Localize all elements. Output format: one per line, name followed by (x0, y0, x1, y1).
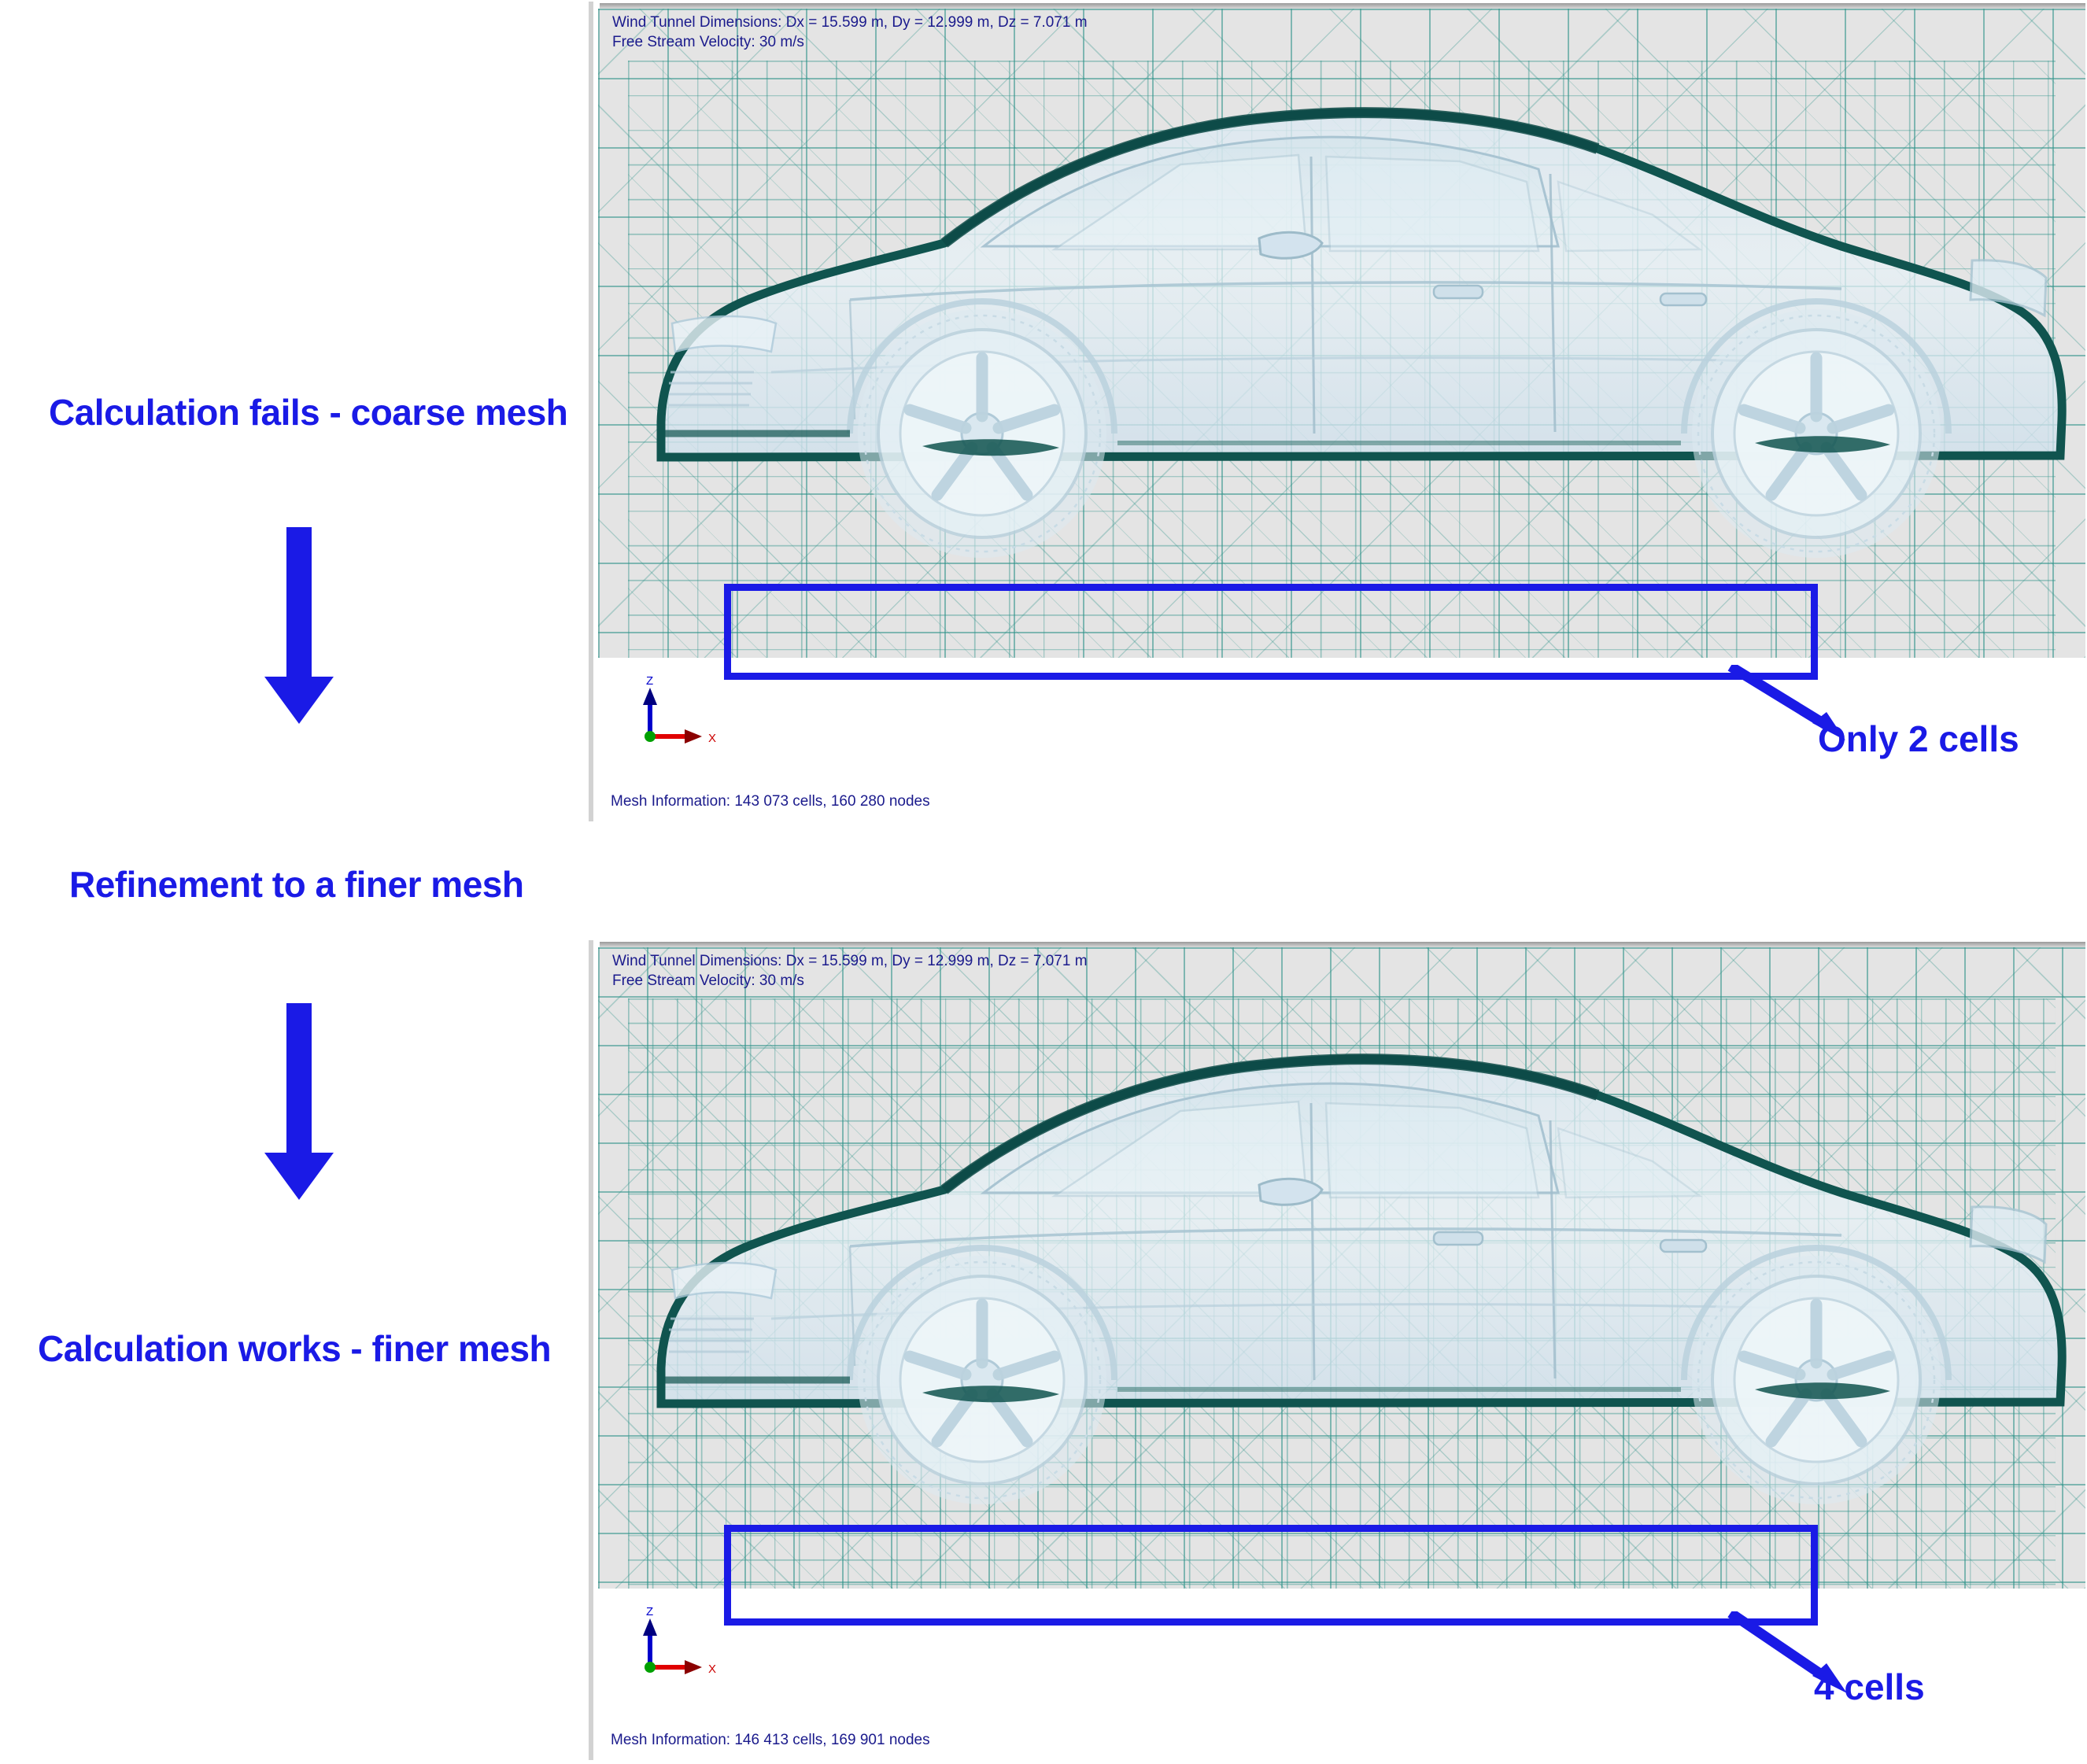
mesh-information-text-fine: Mesh Information: 146 413 cells, 169 901… (611, 1732, 930, 1748)
callout-label-4-cells: 4 cells (1814, 1666, 1925, 1707)
viewport-footer-fine: Z X Mesh Information: 146 413 cells, 169… (598, 1589, 2085, 1760)
wind-tunnel-dimensions-text: Wind Tunnel Dimensions: Dx = 15.599 m, D… (612, 14, 1088, 31)
axis-z-label: Z (646, 675, 653, 688)
axis-x-label: X (708, 732, 716, 745)
axis-triad-icon: Z X (636, 1605, 722, 1685)
down-arrow-icon-2 (252, 1003, 346, 1200)
scene-info-overlay: Wind Tunnel Dimensions: Dx = 15.599 m, D… (612, 13, 1088, 52)
axis-triad-icon: Z X (636, 674, 722, 754)
callout-arrow-icon-coarse (1727, 662, 1869, 744)
step-label-calculation-works: Calculation works - finer mesh (38, 1328, 552, 1369)
cfd-viewport-coarse: Wind Tunnel Dimensions: Dx = 15.599 m, D… (589, 2, 2085, 821)
step-label-refinement: Refinement to a finer mesh (69, 864, 524, 905)
free-stream-velocity-text: Free Stream Velocity: 30 m/s (612, 972, 804, 989)
wind-tunnel-dimensions-text: Wind Tunnel Dimensions: Dx = 15.599 m, D… (612, 953, 1088, 969)
axis-z-label: Z (646, 1606, 653, 1618)
mesh-information-text-coarse: Mesh Information: 143 073 cells, 160 280… (611, 793, 930, 810)
highlight-box-fine (724, 1525, 1818, 1626)
down-arrow-icon-1 (252, 527, 346, 724)
mesh-scene-coarse: Wind Tunnel Dimensions: Dx = 15.599 m, D… (598, 9, 2085, 658)
callout-label-only-2-cells: Only 2 cells (1818, 718, 2019, 759)
car-model-coarse (614, 64, 2078, 638)
step-label-calculation-fails: Calculation fails - coarse mesh (49, 392, 568, 433)
scene-info-overlay: Wind Tunnel Dimensions: Dx = 15.599 m, D… (612, 952, 1088, 991)
highlight-box-coarse (724, 584, 1818, 680)
viewport-footer-coarse: Z X Mesh Information: 143 073 cells, 160… (598, 658, 2085, 821)
cfd-viewport-fine: Wind Tunnel Dimensions: Dx = 15.599 m, D… (589, 940, 2085, 1760)
car-model-fine (614, 1010, 2078, 1585)
free-stream-velocity-text: Free Stream Velocity: 30 m/s (612, 33, 804, 50)
mesh-scene-fine: Wind Tunnel Dimensions: Dx = 15.599 m, D… (598, 947, 2085, 1589)
callout-arrow-icon-fine (1727, 1608, 1869, 1698)
viewport-topbar (600, 3, 2085, 9)
viewport-topbar (600, 942, 2085, 947)
axis-x-label: X (708, 1663, 716, 1676)
